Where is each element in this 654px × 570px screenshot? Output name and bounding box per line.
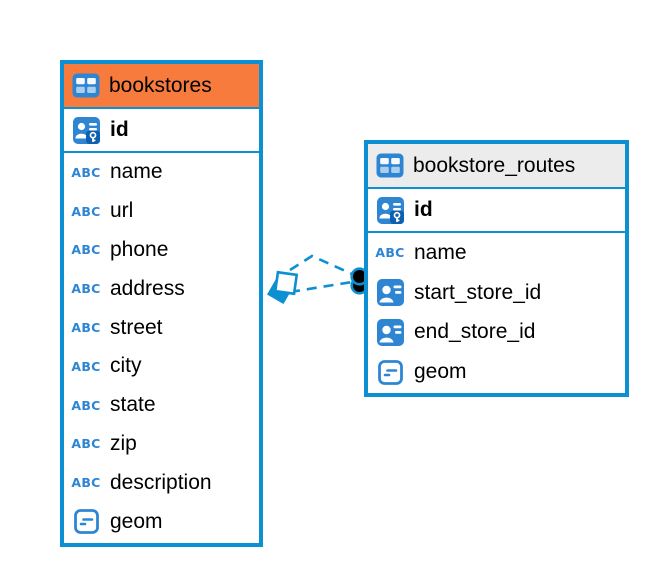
column-row-id[interactable]: id <box>64 109 259 153</box>
column-name: geom <box>414 360 467 384</box>
column-row-start_store_id[interactable]: start_store_id <box>368 273 625 313</box>
table-header[interactable]: bookstores <box>64 64 259 109</box>
column-name: state <box>110 393 156 417</box>
column-name: end_store_id <box>414 320 536 344</box>
column-row-state[interactable]: ABC state <box>64 386 259 425</box>
table-icon <box>72 73 100 98</box>
text-type-icon: ABC <box>375 245 405 261</box>
text-type-icon: ABC <box>71 164 101 180</box>
text-icon: ABC <box>375 245 405 261</box>
text-type-icon: ABC <box>71 320 101 336</box>
column-name: city <box>110 354 142 378</box>
column-name: description <box>110 470 212 494</box>
primary-key-icon <box>72 116 100 144</box>
column-name: geom <box>110 509 163 533</box>
column-row-id[interactable]: id <box>368 189 625 233</box>
column-name: url <box>110 199 134 223</box>
text-type-icon: ABC <box>71 397 101 413</box>
diamond-marker[interactable] <box>267 270 299 304</box>
column-row-city[interactable]: ABC city <box>64 347 259 386</box>
column-row-end_store_id[interactable]: end_store_id <box>368 313 625 353</box>
column-row-description[interactable]: ABC description <box>64 463 259 502</box>
text-icon: ABC <box>71 397 101 413</box>
column-name: phone <box>110 237 169 261</box>
table-title: bookstores <box>109 73 212 97</box>
column-row-url[interactable]: ABC url <box>64 192 259 231</box>
text-icon: ABC <box>71 281 101 297</box>
column-row-name[interactable]: ABC name <box>368 233 625 273</box>
text-icon: ABC <box>71 203 101 219</box>
column-name: address <box>110 276 185 300</box>
column-row-phone[interactable]: ABC phone <box>64 231 259 270</box>
column-row-street[interactable]: ABC street <box>64 308 259 347</box>
primary-key-icon <box>376 196 404 224</box>
column-name: street <box>110 315 163 339</box>
relationship-line-2[interactable] <box>289 280 353 294</box>
column-name: start_store_id <box>414 280 542 304</box>
column-name: name <box>414 240 467 264</box>
table-icon <box>376 153 404 178</box>
column-name: name <box>110 160 163 184</box>
column-row-zip[interactable]: ABC zip <box>64 425 259 464</box>
text-type-icon: ABC <box>71 203 101 219</box>
geometry-icon <box>376 359 404 385</box>
foreign-key-icon <box>376 318 404 346</box>
column-name: zip <box>110 431 137 455</box>
text-icon: ABC <box>71 320 101 336</box>
column-row-geom[interactable]: geom <box>368 352 625 392</box>
relationship-line-1[interactable] <box>289 254 353 276</box>
text-icon: ABC <box>71 358 101 374</box>
column-name: id <box>110 118 129 141</box>
text-icon: ABC <box>71 164 101 180</box>
text-type-icon: ABC <box>71 281 101 297</box>
column-row-geom[interactable]: geom <box>64 502 259 541</box>
column-name: id <box>414 198 433 221</box>
text-type-icon: ABC <box>71 242 101 258</box>
text-icon: ABC <box>71 436 101 452</box>
text-type-icon: ABC <box>71 436 101 452</box>
text-type-icon: ABC <box>71 358 101 374</box>
text-icon: ABC <box>71 242 101 258</box>
foreign-key-icon <box>376 279 404 307</box>
geometry-icon <box>72 509 100 534</box>
table-title: bookstore_routes <box>413 153 576 177</box>
column-row-address[interactable]: ABC address <box>64 269 259 308</box>
text-type-icon: ABC <box>71 475 101 491</box>
text-icon: ABC <box>71 475 101 491</box>
column-row-name[interactable]: ABC name <box>64 153 259 192</box>
table-header[interactable]: bookstore_routes <box>368 144 625 189</box>
